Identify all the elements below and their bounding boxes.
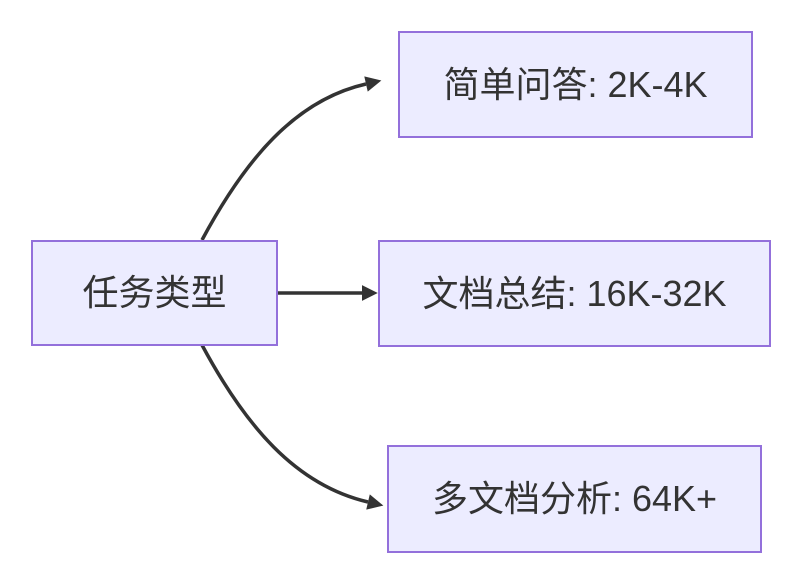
node-multi-doc-analysis: 多文档分析: 64K+: [387, 445, 762, 553]
node-task-type: 任务类型: [31, 240, 278, 346]
node-doc-summary: 文档总结: 16K-32K: [378, 240, 771, 347]
node-label: 文档总结: 16K-32K: [422, 272, 727, 314]
node-label: 任务类型: [82, 272, 227, 314]
node-label: 多文档分析: 64K+: [431, 478, 718, 520]
node-label: 简单问答: 2K-4K: [443, 63, 708, 105]
edge-root-to-branch2: [200, 344, 384, 510]
edge-root-to-branch0: [200, 76, 382, 241]
node-simple-qa: 简单问答: 2K-4K: [398, 31, 753, 138]
